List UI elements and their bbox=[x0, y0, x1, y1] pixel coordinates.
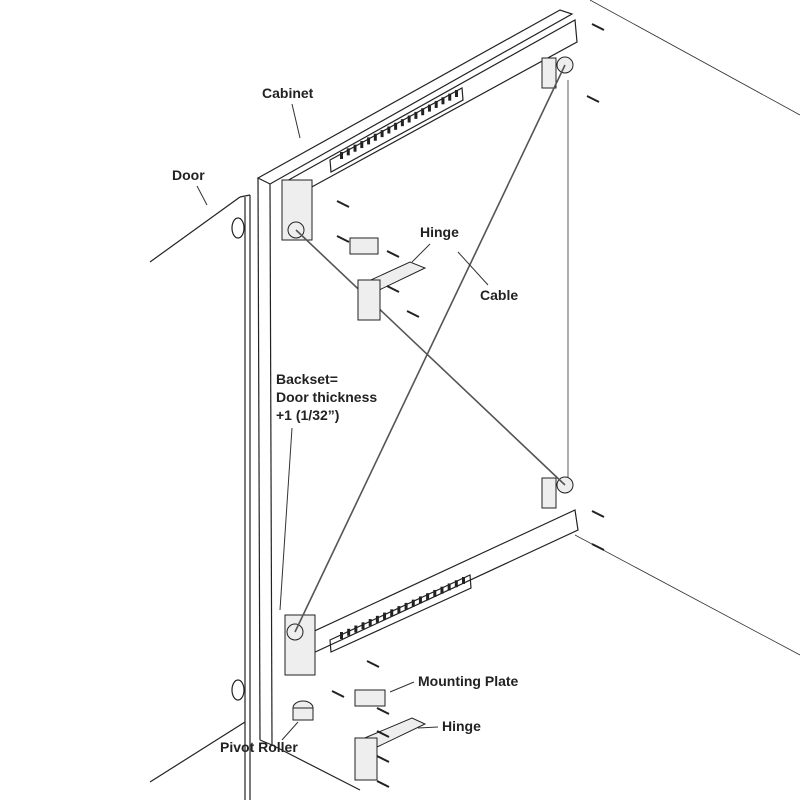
door bbox=[149, 194, 251, 800]
door-hinge-bore bbox=[231, 217, 245, 239]
screw bbox=[591, 510, 605, 518]
slide-hole bbox=[397, 606, 401, 614]
slide-hole bbox=[427, 104, 431, 112]
slide-hole bbox=[407, 115, 411, 123]
label-door: Door bbox=[172, 167, 205, 183]
slide-hole bbox=[455, 90, 458, 97]
top-hinge bbox=[349, 237, 427, 321]
top-mounting-plate bbox=[349, 237, 379, 255]
slide-hole bbox=[346, 148, 350, 156]
screw bbox=[591, 23, 605, 31]
cabinet-panel bbox=[256, 9, 574, 791]
slide-hole bbox=[394, 122, 398, 130]
slide-hole bbox=[347, 628, 351, 636]
slide-hole bbox=[375, 615, 379, 623]
slide-hole bbox=[340, 632, 343, 639]
slide-hole bbox=[421, 108, 425, 116]
slide-hole bbox=[368, 619, 372, 627]
slide-hole bbox=[354, 625, 358, 633]
slide-hole bbox=[383, 612, 387, 620]
slide-hole bbox=[390, 609, 394, 617]
slide-hole bbox=[441, 97, 445, 105]
slide-hole bbox=[360, 141, 364, 149]
slide-hole bbox=[448, 93, 452, 101]
bottom-hinge bbox=[292, 689, 427, 781]
screw bbox=[591, 543, 605, 551]
label-cable: Cable bbox=[480, 287, 518, 303]
label-backset-3: +1 (1/32”) bbox=[276, 407, 339, 423]
bottom-bracket bbox=[284, 614, 316, 676]
screw bbox=[406, 310, 420, 318]
screw bbox=[336, 235, 350, 243]
bottom-mounting-plate bbox=[354, 689, 386, 707]
screw bbox=[376, 707, 390, 715]
bottom-drawer-slide bbox=[284, 476, 579, 676]
screw bbox=[586, 95, 600, 103]
screw bbox=[331, 690, 345, 698]
label-hinge-top: Hinge bbox=[420, 224, 459, 240]
slide-hole bbox=[411, 599, 415, 607]
slide-hole bbox=[426, 593, 430, 601]
label-pivot-roller: Pivot Roller bbox=[220, 739, 298, 755]
label-hinge-bottom: Hinge bbox=[442, 718, 481, 734]
screw bbox=[376, 780, 390, 788]
cable bbox=[294, 64, 566, 633]
slide-hole bbox=[373, 133, 377, 141]
slide-hole bbox=[404, 602, 408, 610]
screw bbox=[386, 285, 400, 293]
slide-hole bbox=[414, 111, 418, 119]
screw bbox=[336, 200, 350, 208]
slide-hole bbox=[367, 137, 371, 145]
slide-hole bbox=[433, 589, 437, 597]
label-backset-1: Backset= bbox=[276, 371, 338, 387]
door-hinge-bore bbox=[231, 679, 245, 701]
slide-hole bbox=[353, 144, 357, 152]
slide-hole bbox=[447, 583, 451, 591]
bottom-back-bracket bbox=[541, 477, 557, 509]
screw bbox=[376, 730, 390, 738]
screw bbox=[386, 250, 400, 258]
slide-hole bbox=[462, 577, 465, 584]
screws bbox=[331, 23, 605, 788]
slide-hole bbox=[418, 596, 422, 604]
label-mounting-plate: Mounting Plate bbox=[418, 673, 519, 689]
slide-hole bbox=[400, 119, 404, 127]
top-back-bracket bbox=[541, 57, 557, 89]
screw bbox=[376, 755, 390, 763]
screw bbox=[366, 660, 380, 668]
slide-hole bbox=[434, 100, 438, 108]
slide-hole bbox=[387, 126, 391, 134]
slide-hole bbox=[440, 586, 444, 594]
slide-hole bbox=[380, 130, 384, 138]
slide-hole bbox=[454, 580, 458, 588]
slide-hole bbox=[340, 152, 343, 159]
top-drawer-slide bbox=[281, 19, 578, 241]
cabinet-outline bbox=[567, 0, 800, 656]
slide-hole bbox=[361, 622, 365, 630]
label-cabinet: Cabinet bbox=[262, 85, 314, 101]
label-backset-2: Door thickness bbox=[276, 389, 377, 405]
